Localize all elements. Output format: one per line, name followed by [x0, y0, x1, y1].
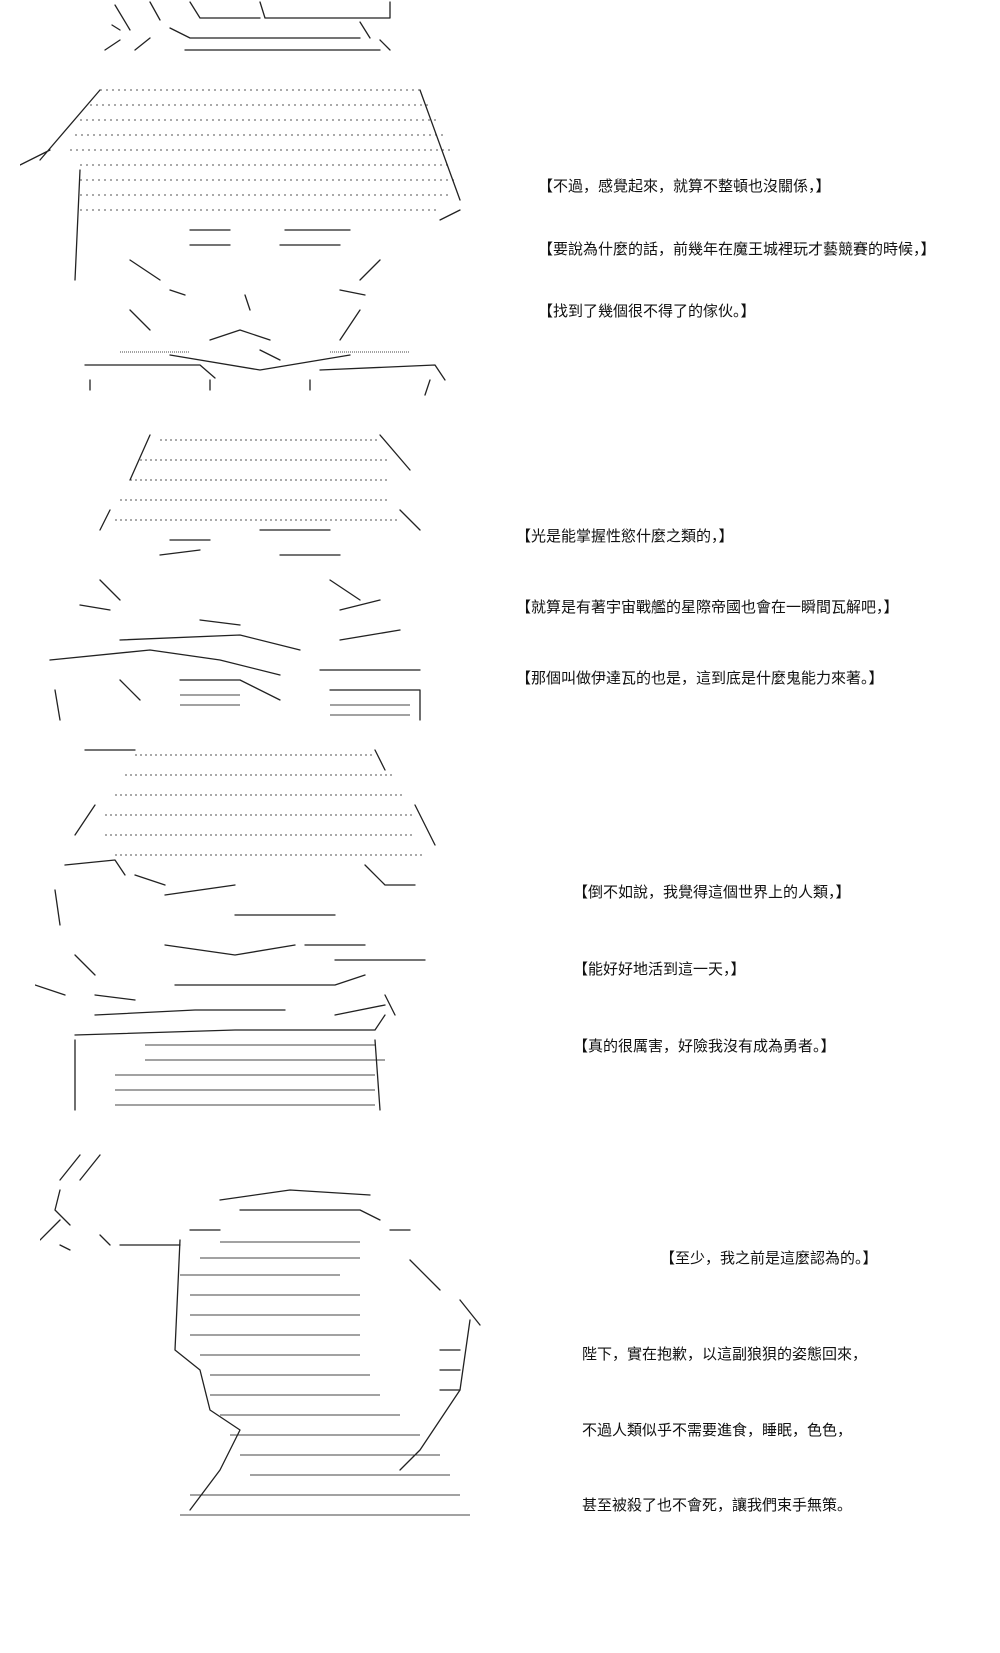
caption-line: 【就算是有著宇宙戰艦的星際帝國也會在一瞬間瓦解吧，】 [516, 598, 899, 616]
ascii-art-character-1 [20, 80, 470, 400]
caption-line: 【真的很厲害，好險我沒有成為勇者。】 [573, 1037, 836, 1055]
ascii-art-fragment-top [90, 0, 410, 55]
caption-line: 【倒不如說，我覺得這個世界上的人類，】 [573, 883, 851, 901]
caption-line: 【找到了幾個很不得了的傢伙。】 [538, 302, 756, 320]
narration-line: 不過人類似乎不需要進食，睡眠，色色， [582, 1421, 853, 1439]
caption-line: 【不過，感覺起來，就算不整頓也沒關係，】 [538, 177, 831, 195]
caption-line: 【要說為什麼的話，前幾年在魔王城裡玩才藝競賽的時候，】 [538, 240, 936, 258]
caption-line: 【能好好地活到這一天，】 [573, 960, 746, 978]
caption-line: 【那個叫做伊達瓦的也是，這到底是什麼鬼能力來著。】 [516, 669, 884, 687]
ascii-art-character-3 [35, 745, 465, 1115]
ascii-art-armored-figure [40, 1150, 520, 1530]
caption-line: 【光是能掌握性慾什麼之類的，】 [516, 527, 734, 545]
caption-line: 【至少，我之前是這麼認為的。】 [660, 1249, 878, 1267]
ascii-art-character-2 [40, 430, 440, 730]
narration-line: 甚至被殺了也不會死，讓我們束手無策。 [582, 1496, 853, 1514]
narration-line: 陛下，實在抱歉，以這副狼狽的姿態回來， [582, 1345, 868, 1363]
